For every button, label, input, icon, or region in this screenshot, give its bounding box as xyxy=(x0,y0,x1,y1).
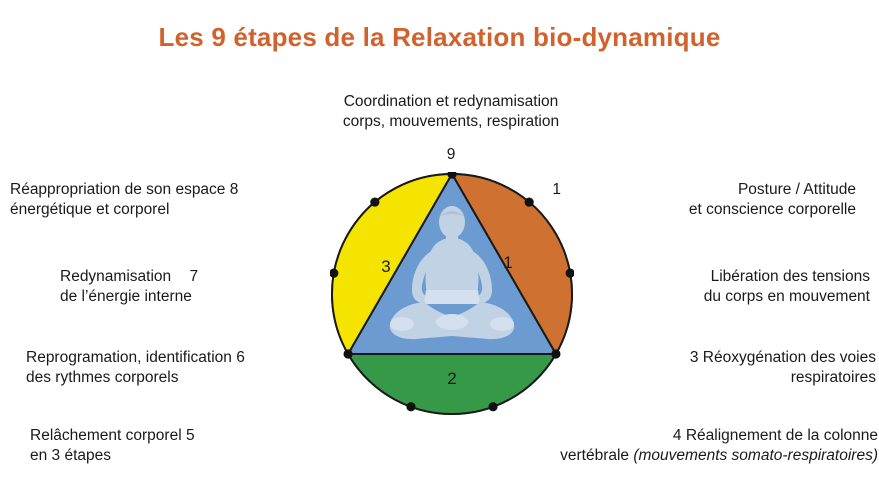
marker-number-9: 9 xyxy=(446,146,456,163)
marker-dot-3[interactable] xyxy=(551,349,561,359)
label-step-1-line2: et conscience corporelle xyxy=(688,201,856,218)
label-step-8-line1: Réappropriation de son espace xyxy=(10,181,226,198)
label-step-5-line1: Relâchement corporel xyxy=(30,427,182,444)
label-step-3[interactable]: 3 Réoxygénation des voies respiratoires xyxy=(556,348,876,388)
label-step-2-line2: du corps en mouvement xyxy=(703,288,870,305)
wheel-svg: 1 2 3 xyxy=(329,169,575,415)
marker-dot-9[interactable] xyxy=(447,169,457,179)
label-step-5[interactable]: Relâchement corporel 5 en 3 étapes xyxy=(30,426,386,466)
label-step-7[interactable]: Redynamisation 7 de l’énergie interne xyxy=(60,267,322,307)
label-step-9-line1: Coordination et redynamisation xyxy=(343,93,559,110)
label-step-5-line2: en 3 étapes xyxy=(30,447,112,464)
marker-dot-7[interactable] xyxy=(329,268,339,278)
label-step-4[interactable]: 4 Réalignement de la colonne vertébrale … xyxy=(468,426,878,466)
marker-number-3: 3 xyxy=(689,349,699,366)
marker-dot-1[interactable] xyxy=(524,197,534,207)
page-title: Les 9 étapes de la Relaxation bio-dynami… xyxy=(158,22,721,52)
marker-dot-6[interactable] xyxy=(343,349,353,359)
marker-number-6: 6 xyxy=(236,349,245,366)
label-step-9-line2: corps, mouvements, respiration xyxy=(342,113,560,130)
meditating-lotus-figure-icon xyxy=(389,206,515,340)
marker-number-1: 1 xyxy=(552,181,561,198)
segment-green[interactable] xyxy=(347,353,557,415)
label-step-8[interactable]: Réappropriation de son espace 8 énergéti… xyxy=(10,180,354,220)
label-step-6[interactable]: Reprogramation, identification 6 des ryt… xyxy=(26,348,332,388)
label-step-8-line2: énergétique et corporel xyxy=(10,201,170,218)
label-step-6-line2: des rythmes corporels xyxy=(26,369,179,386)
marker-dot-8[interactable] xyxy=(370,197,380,207)
segment-orange[interactable] xyxy=(451,173,573,355)
label-step-2[interactable]: Libération des tensions du corps en mouv… xyxy=(580,267,870,307)
marker-dot-2[interactable] xyxy=(565,268,575,278)
label-step-6-line1: Reprogramation, identification xyxy=(26,349,232,366)
label-step-4-line1: Réalignement de la colonne xyxy=(685,427,878,444)
label-step-3-line1: Réoxygénation des voies xyxy=(702,349,876,366)
segment-number-2: 2 xyxy=(447,369,456,388)
segment-number-1: 1 xyxy=(503,253,512,272)
marker-number-7: 7 xyxy=(189,268,199,285)
label-step-4-line2: vertébrale xyxy=(560,447,634,464)
label-step-1-line1: Posture / Attitude xyxy=(737,181,856,198)
label-step-2-line1: Libération des tensions xyxy=(710,268,870,285)
marker-number-8: 8 xyxy=(229,181,239,198)
label-step-7-line2: de l’énergie interne xyxy=(60,288,192,305)
marker-dot-5[interactable] xyxy=(406,402,416,412)
label-step-9[interactable]: Coordination et redynamisation corps, mo… xyxy=(256,92,646,132)
label-step-4-line2-wrap: vertébrale (mouvements somato-respiratoi… xyxy=(438,446,878,466)
segment-yellow[interactable] xyxy=(331,173,453,355)
relaxation-wheel-diagram: 1 2 3 xyxy=(329,169,575,416)
label-step-1[interactable]: Posture / Attitude et conscience corpore… xyxy=(516,180,856,220)
marker-dot-4[interactable] xyxy=(488,402,498,412)
label-step-4-line2-italic: (mouvements somato-respiratoires) xyxy=(633,447,878,464)
label-step-7-line1: Redynamisation xyxy=(60,268,172,285)
marker-number-5: 5 xyxy=(185,427,195,444)
label-step-3-line2: respiratoires xyxy=(790,369,876,386)
marker-number-4: 4 xyxy=(672,427,682,444)
segment-number-3: 3 xyxy=(381,257,390,276)
